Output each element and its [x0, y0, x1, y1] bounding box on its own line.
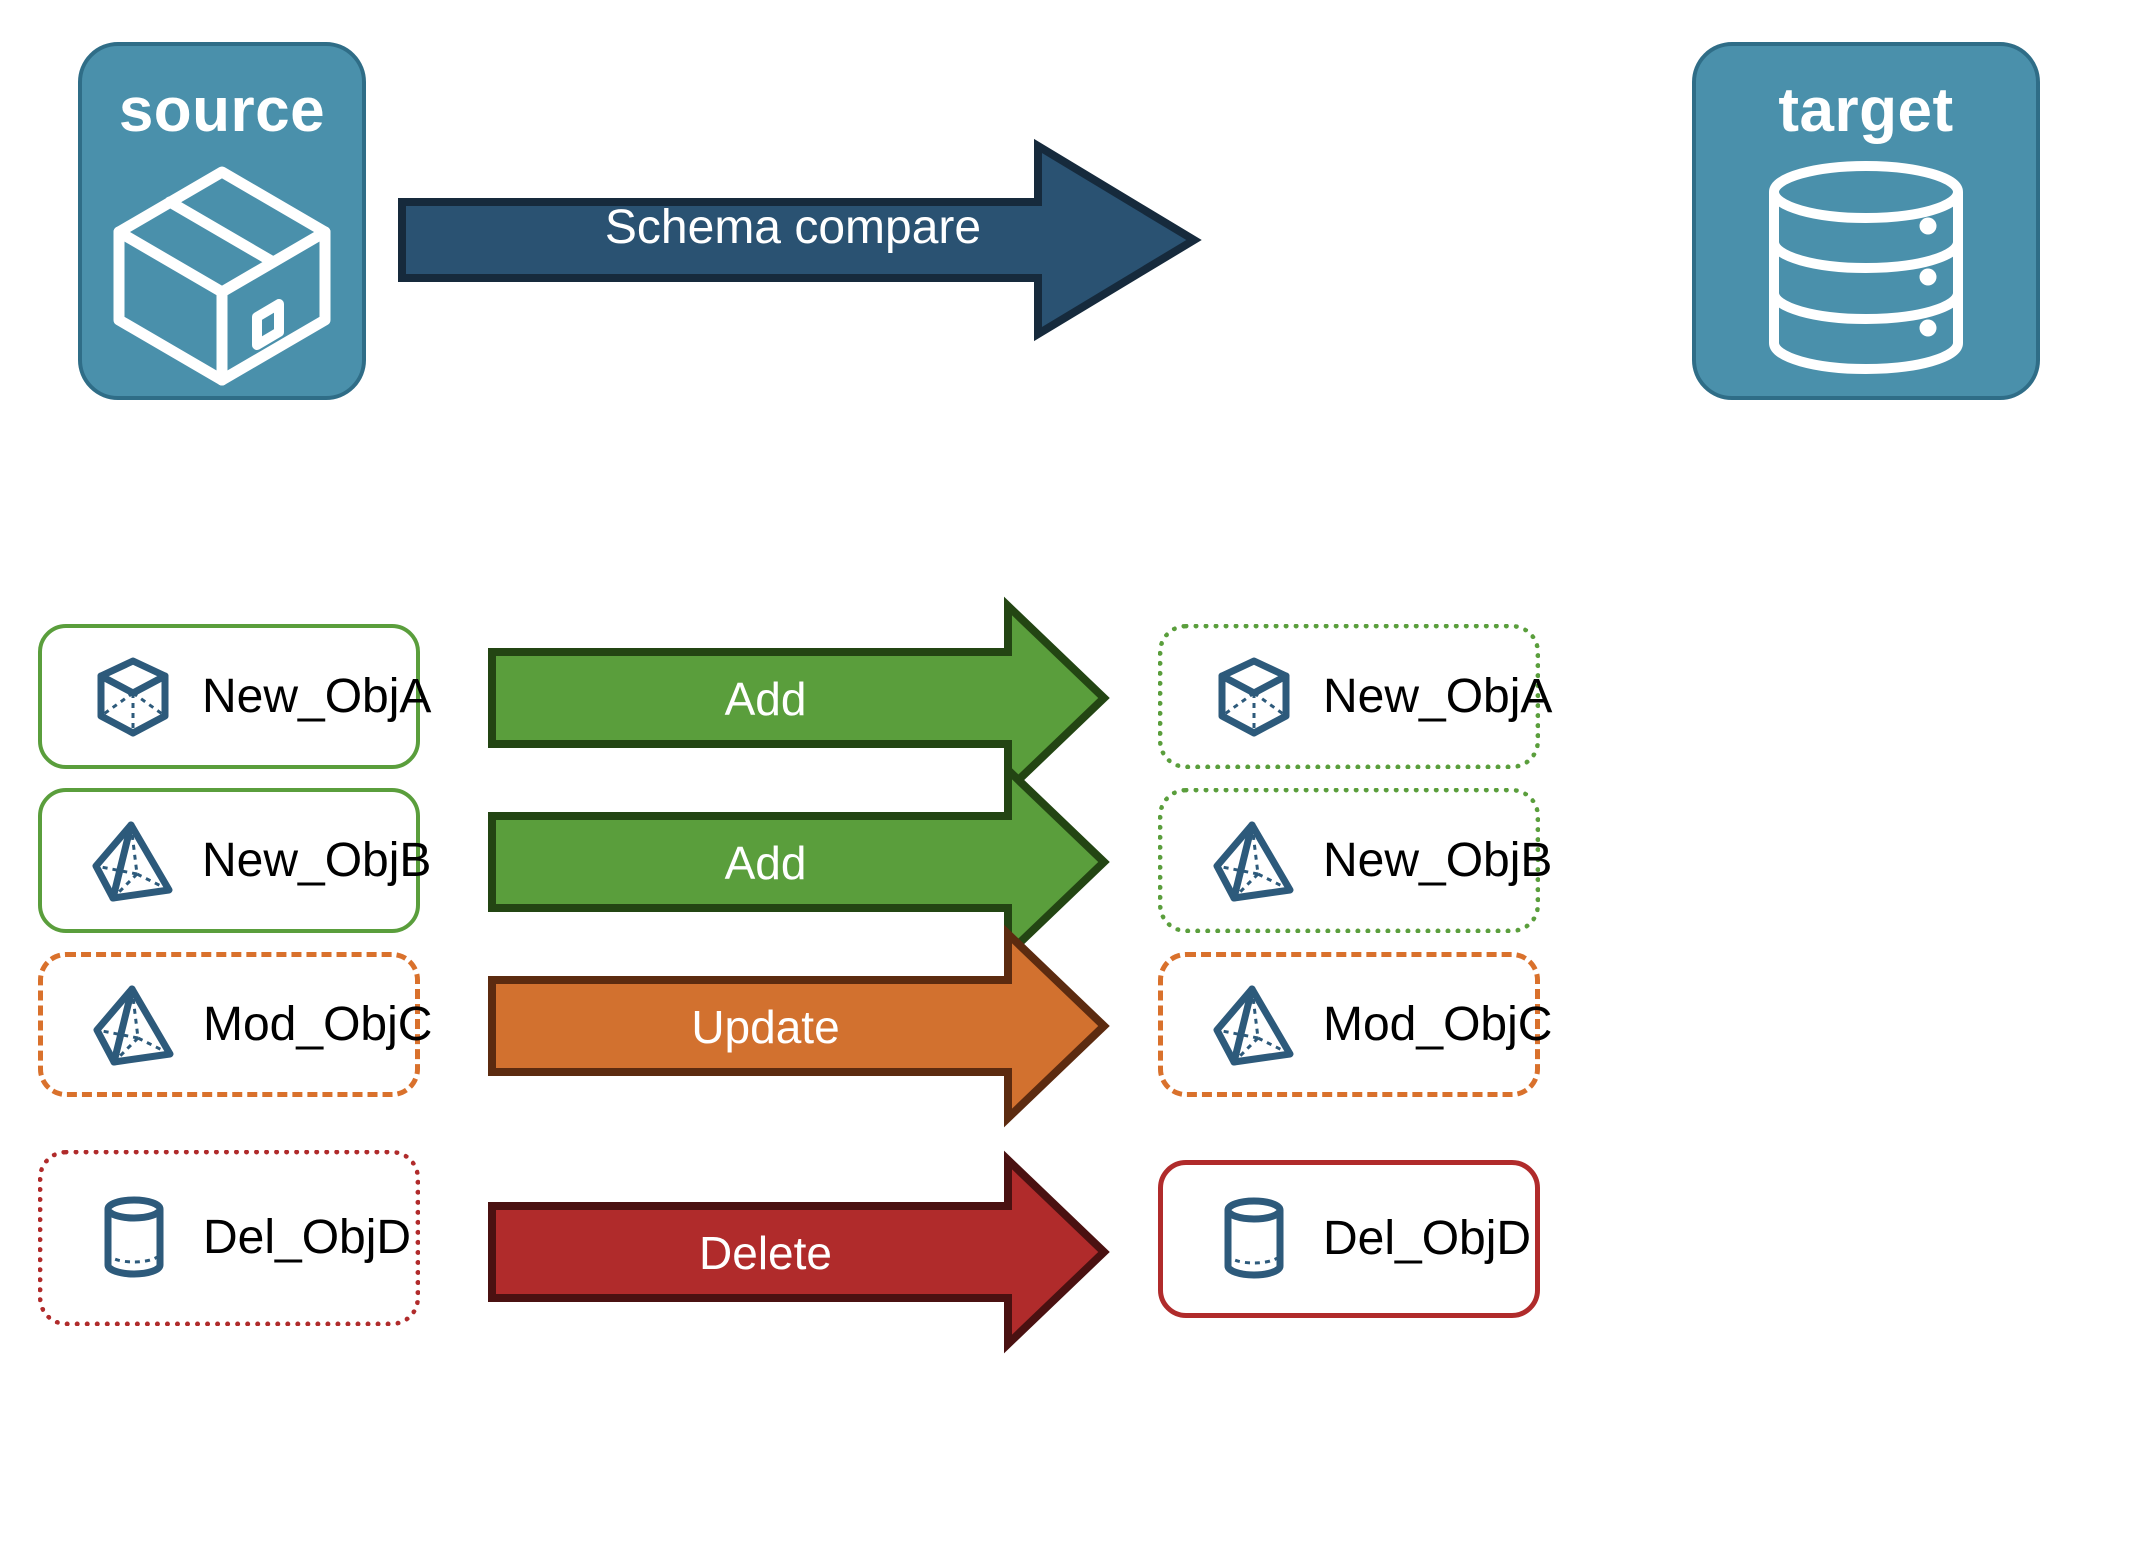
- target-title: target: [1778, 76, 1954, 145]
- cylinder-wireframe-icon: [1211, 1191, 1297, 1287]
- cube-wireframe-icon: [90, 649, 176, 745]
- row-delete-d: Del_ObjD Delete Del_ObjD: [0, 1150, 2150, 1372]
- row-add-a: New_ObjA Add: [0, 596, 2150, 820]
- delete-arrow: [488, 1150, 1110, 1354]
- row-update-c: Mod_ObjC Update: [0, 924, 2150, 1148]
- source-object-label: New_ObjB: [202, 833, 432, 887]
- target-endpoint-card: target: [1692, 42, 2040, 400]
- source-object-card[interactable]: Del_ObjD: [38, 1150, 420, 1326]
- target-object-card[interactable]: New_ObjB: [1158, 788, 1552, 933]
- target-object-card[interactable]: New_ObjA: [1158, 624, 1552, 769]
- database-cylinder-icon: [1756, 160, 1976, 375]
- schema-compare-arrow: [398, 138, 1202, 342]
- pyramid-wireframe-icon: [1211, 977, 1297, 1073]
- update-arrow: [488, 924, 1110, 1128]
- target-object-card[interactable]: Mod_ObjC: [1158, 952, 1552, 1097]
- source-object-card[interactable]: Mod_ObjC: [38, 952, 432, 1097]
- source-object-label: New_ObjA: [202, 669, 432, 723]
- source-object-card[interactable]: New_ObjB: [38, 788, 431, 933]
- add-arrow: [488, 760, 1110, 964]
- pyramid-wireframe-icon: [90, 813, 176, 909]
- cube-wireframe-icon: [1211, 649, 1297, 745]
- source-endpoint-card: source: [78, 42, 366, 400]
- cylinder-wireframe-icon: [91, 1190, 177, 1286]
- target-object-label: New_ObjA: [1323, 669, 1553, 723]
- add-arrow: [488, 596, 1110, 800]
- row-add-b: New_ObjB Add: [0, 760, 2150, 984]
- package-box-icon: [107, 160, 337, 386]
- target-object-label: Mod_ObjC: [1323, 997, 1553, 1051]
- pyramid-wireframe-icon: [1211, 813, 1297, 909]
- source-title: source: [118, 76, 326, 145]
- target-object-label: New_ObjB: [1323, 833, 1553, 887]
- target-object-card[interactable]: Del_ObjD: [1158, 1160, 1540, 1318]
- source-object-label: Del_ObjD: [203, 1211, 412, 1264]
- pyramid-wireframe-icon: [91, 977, 177, 1073]
- target-object-label: Del_ObjD: [1323, 1212, 1532, 1265]
- source-object-card[interactable]: New_ObjA: [38, 624, 431, 769]
- source-object-label: Mod_ObjC: [203, 997, 433, 1051]
